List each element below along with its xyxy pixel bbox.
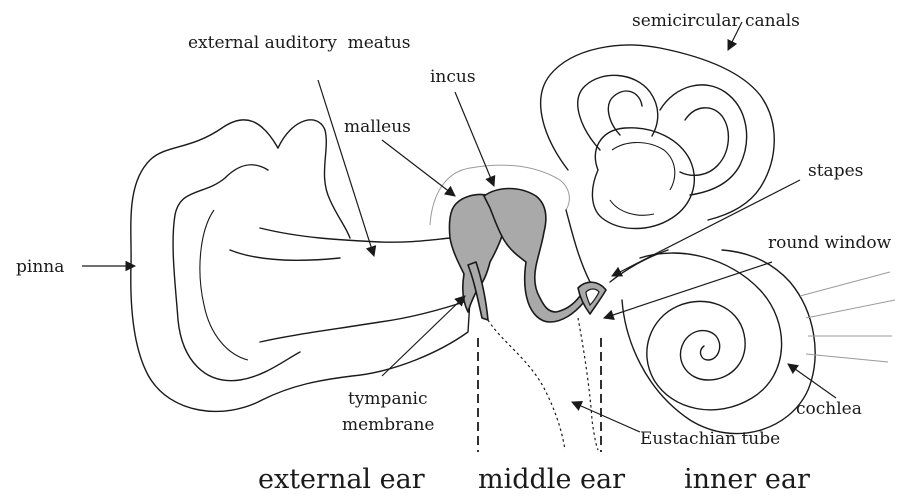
- label-malleus: malleus: [344, 117, 411, 137]
- label-stapes: stapes: [808, 161, 863, 181]
- label-eustachian-tube: Eustachian tube: [640, 429, 780, 449]
- label-tympanic-line1: tympanic: [348, 389, 427, 409]
- eustachian-tube: [488, 318, 598, 450]
- label-tympanic-line2: membrane: [342, 415, 434, 435]
- pinna-shape: [131, 120, 470, 412]
- ossicles: [430, 165, 606, 322]
- incus-bone: [484, 189, 584, 323]
- label-external-auditory-meatus: external auditory meatus: [188, 33, 410, 53]
- label-cochlea: cochlea: [796, 399, 862, 419]
- cochlea-spiral: [640, 253, 782, 410]
- label-semicircular-canals: semicircular canals: [632, 11, 800, 31]
- label-round-window: round window: [768, 233, 892, 253]
- region-middle-ear: middle ear: [478, 464, 625, 495]
- label-pinna: pinna: [16, 257, 64, 277]
- label-incus: incus: [430, 67, 476, 87]
- region-inner-ear: inner ear: [684, 464, 810, 495]
- region-external-ear: external ear: [258, 464, 425, 495]
